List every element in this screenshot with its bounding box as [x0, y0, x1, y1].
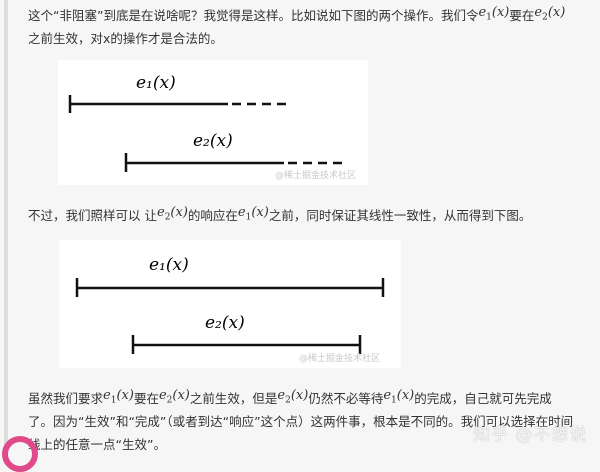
math-e2x: e2(x): [277, 388, 309, 406]
figure-2-svg: e₁(x) e₂(x): [75, 255, 385, 354]
math-e1x: e1(x): [237, 205, 269, 223]
paragraph-3-line-1: 虽然我们要求e1(x)要在e2(x)之前生效，但是e2(x)仍然不必等待e1(x…: [28, 387, 552, 417]
paragraph-3-line-2: 了。因为“生效”和“完成”（或者到达“响应”这个点）这两件事，根本是不同的。我们…: [28, 414, 574, 429]
math-e2x: e2(x): [158, 388, 190, 406]
text: 仍然不必等待: [308, 391, 384, 406]
fig1-label-e2: e₂(x): [193, 131, 233, 151]
fig1-label-e1: e₁(x): [136, 73, 176, 93]
math-e1x: e1(x): [383, 388, 415, 406]
text: 要在: [133, 391, 159, 406]
blockquote-bar: [4, 0, 8, 458]
math-e2x: e2(x): [156, 205, 188, 223]
image-watermark: @稀土掘金技术社区: [299, 354, 381, 364]
floating-badge-icon[interactable]: [2, 436, 38, 472]
paragraph-1-line-1: 这个“非阻塞”到底是在说啥呢？我觉得是这样。比如说如下图的两个操作。我们令e1(…: [28, 4, 565, 34]
text: 要在: [509, 8, 535, 23]
paragraph-2: 不过，我们照样可以 让e2(x)的响应在e1(x)之前，同时保证其线性一致性，从…: [28, 204, 531, 234]
figure-2-overlap: e₁(x) e₂(x) @稀土掘金技术社区: [59, 240, 401, 368]
figure-1-svg: e₁(x) e₂(x): [68, 73, 348, 172]
text: 这个“非阻塞”到底是在说啥呢？我觉得是这样。比如说如下图的两个操作。我们令: [28, 8, 479, 23]
math-e2x: e2(x): [534, 5, 566, 23]
image-watermark: @稀土掘金技术社区: [275, 171, 357, 181]
text: 之前生效，但是: [189, 391, 278, 406]
text: 之前，同时保证其线性一致性，从而得到下图。: [268, 208, 532, 223]
text: 的响应在: [187, 208, 238, 223]
text: 的完成，自己就可先完成: [414, 391, 552, 406]
math-e1x: e1(x): [103, 388, 134, 406]
figure-1-nonoverlap: e₁(x) e₂(x) @稀土掘金技术社区: [58, 60, 368, 185]
zhihu-watermark: 知乎 @不想说: [473, 425, 588, 445]
text: 不过，我们照样可以 让: [28, 208, 157, 223]
fig2-label-e1: e₁(x): [149, 255, 189, 275]
text: 虽然我们要求: [28, 391, 104, 406]
paragraph-1-line-2: 之前生效，对x的操作才是合法的。: [28, 31, 223, 46]
paragraph-3-line-3: 线上的任意一点“生效”。: [28, 437, 166, 452]
math-e1x: e1(x): [478, 5, 510, 23]
fig2-label-e2: e₂(x): [205, 313, 245, 333]
